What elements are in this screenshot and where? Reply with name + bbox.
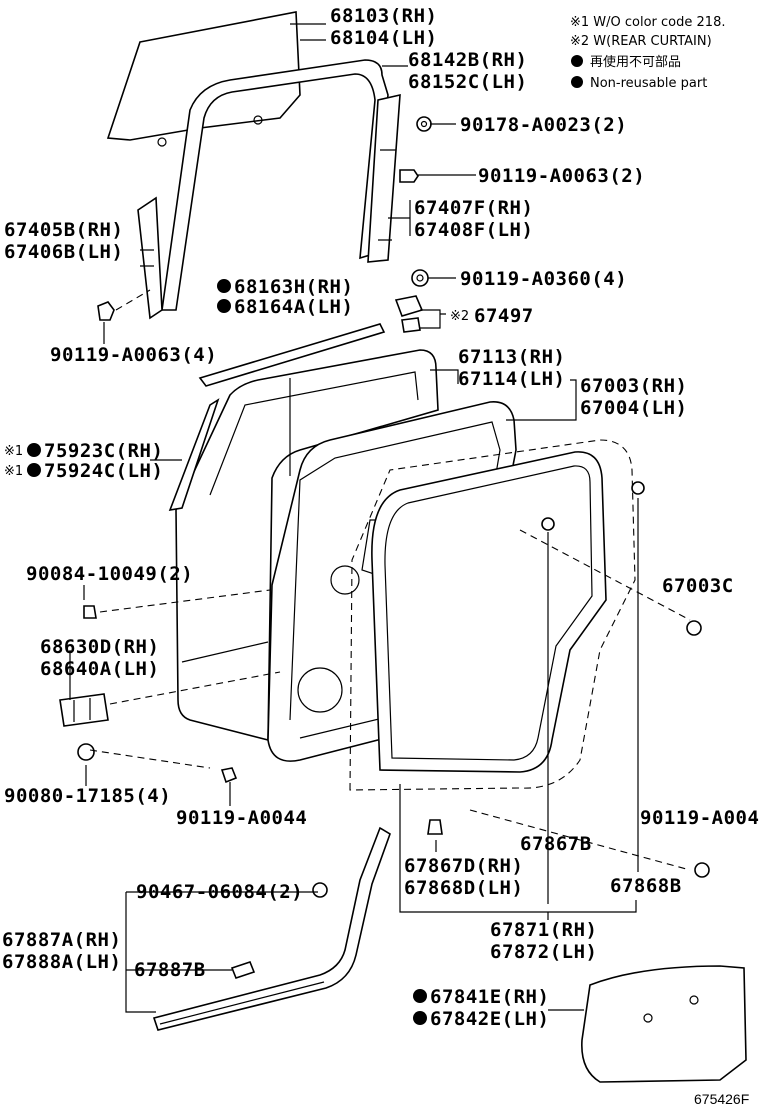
legend-note-3: 再使用不可部品 xyxy=(590,54,681,70)
label-67842e: 67842E(LH) xyxy=(430,1008,549,1030)
label-67887b: 67887B xyxy=(134,959,206,981)
label-68163h: 68163H(RH) xyxy=(234,276,353,298)
mark-note-2: ※2 xyxy=(450,309,469,324)
label-90119-a0063-2: 90119-A0063(2) xyxy=(478,165,645,187)
label-68104: 68104(LH) xyxy=(330,27,437,49)
label-67888a: 67888A(LH) xyxy=(2,951,121,973)
bolt-icon xyxy=(220,767,238,784)
legend-note-4: Non-reusable part xyxy=(590,76,707,91)
non-reusable-dot-icon xyxy=(27,443,41,457)
label-67407f: 67407F(RH) xyxy=(414,197,533,219)
clip-icon xyxy=(541,517,555,531)
bolt-icon xyxy=(97,301,115,321)
legend-note-2: ※2 W(REAR CURTAIN) xyxy=(570,34,712,49)
door-hinge xyxy=(59,693,109,727)
rear-door-moulding xyxy=(168,398,220,512)
leader-lines xyxy=(69,23,691,1013)
clip-icon xyxy=(312,882,328,898)
curtain-clip xyxy=(394,295,424,333)
label-68164a: 68164A(LH) xyxy=(234,296,353,318)
non-reusable-dot-icon xyxy=(217,279,231,293)
label-68630d: 68630D(RH) xyxy=(40,636,159,658)
speaker-hole xyxy=(297,667,343,713)
label-75924c: 75924C(LH) xyxy=(44,460,163,482)
clip-icon xyxy=(686,620,702,636)
service-hole-cover-outline xyxy=(349,439,636,791)
non-reusable-dot-icon xyxy=(571,76,583,88)
non-reusable-dot-icon xyxy=(413,989,427,1003)
division-bar-front xyxy=(137,196,163,320)
label-67405b: 67405B(RH) xyxy=(4,219,123,241)
non-reusable-dot-icon xyxy=(571,55,583,67)
legend-note-1: ※1 W/O color code 218. xyxy=(570,15,725,30)
belt-moulding xyxy=(198,323,386,387)
bolt-icon xyxy=(399,169,419,183)
label-68152c: 68152C(LH) xyxy=(408,71,527,93)
bolt-icon xyxy=(694,862,710,878)
figure-id: 675426F xyxy=(694,1091,749,1107)
clip-icon xyxy=(230,961,256,979)
label-90119-a0044-right: 90119-A0044 xyxy=(640,807,760,829)
label-90119-a0063-4: 90119-A0063(4) xyxy=(50,344,217,366)
label-90178-a0023: 90178-A0023(2) xyxy=(460,114,627,136)
glass-bolt xyxy=(157,137,167,147)
label-67872: 67872(LH) xyxy=(490,941,597,963)
service-hole-cover xyxy=(581,965,747,1083)
label-67868b: 67868B xyxy=(610,875,682,897)
bolt-icon xyxy=(83,605,97,619)
label-67871: 67871(RH) xyxy=(490,919,597,941)
label-67867b: 67867B xyxy=(520,833,592,855)
label-67003: 67003(RH) xyxy=(580,375,687,397)
bolt-icon xyxy=(411,269,429,287)
label-90084-10049: 90084-10049(2) xyxy=(26,563,193,585)
non-reusable-dot-icon xyxy=(413,1011,427,1025)
label-67114: 67114(LH) xyxy=(458,368,565,390)
label-90119-a0044-left: 90119-A0044 xyxy=(176,807,307,829)
mark-note-1: ※1 xyxy=(4,444,23,459)
rocker-moulding xyxy=(152,826,391,1031)
label-67113: 67113(RH) xyxy=(458,346,565,368)
part-labels: 68103(RH) 68104(LH) 68142B(RH) 68152C(LH… xyxy=(2,5,760,1107)
label-67406b: 67406B(LH) xyxy=(4,241,123,263)
label-90467-06084: 90467-06084(2) xyxy=(136,881,303,903)
door-glass xyxy=(106,11,301,141)
label-68142b: 68142B(RH) xyxy=(408,49,527,71)
label-90119-a0360: 90119-A0360(4) xyxy=(460,268,627,290)
bolt-icon xyxy=(416,116,432,132)
glass-run xyxy=(161,59,389,311)
legend: ※1 W/O color code 218. ※2 W(REAR CURTAIN… xyxy=(570,15,725,91)
label-75923c: 75923C(RH) xyxy=(44,440,163,462)
non-reusable-dot-icon xyxy=(27,463,41,477)
label-67887a: 67887A(RH) xyxy=(2,929,121,951)
label-67497: 67497 xyxy=(474,305,534,327)
label-67867d: 67867D(RH) xyxy=(404,855,523,877)
label-90080-17185: 90080-17185(4) xyxy=(4,785,171,807)
label-67408f: 67408F(LH) xyxy=(414,219,533,241)
label-67868d: 67868D(LH) xyxy=(404,877,523,899)
non-reusable-dot-icon xyxy=(217,299,231,313)
label-68103: 68103(RH) xyxy=(330,5,437,27)
clip-icon xyxy=(631,481,645,495)
mark-note-1: ※1 xyxy=(4,464,23,479)
glass-bolt xyxy=(253,115,263,125)
label-68640a: 68640A(LH) xyxy=(40,658,159,680)
label-67004: 67004(LH) xyxy=(580,397,687,419)
label-67841e: 67841E(RH) xyxy=(430,986,549,1008)
clip-icon xyxy=(427,819,443,835)
bolt-icon xyxy=(77,743,95,761)
label-67003c: 67003C xyxy=(662,575,734,597)
division-bar-rear xyxy=(367,93,401,263)
door-weatherstrip xyxy=(371,451,607,773)
